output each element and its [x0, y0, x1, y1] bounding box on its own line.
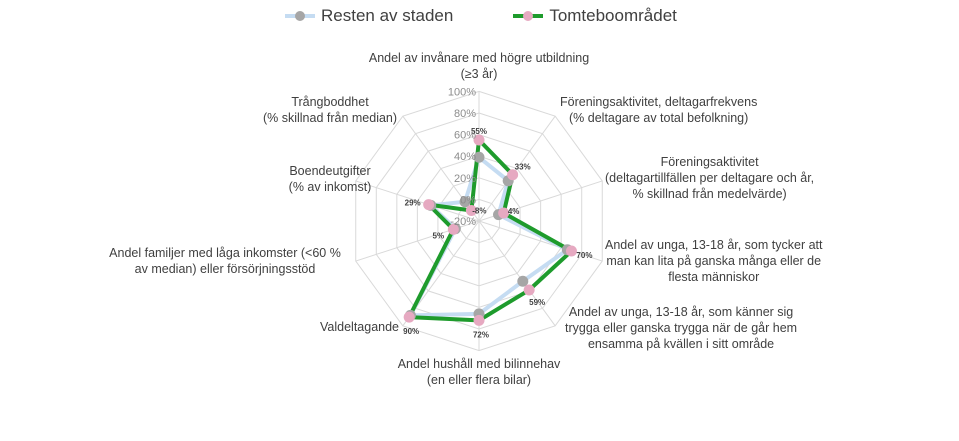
category-label-line: Föreningsaktivitet, deltagarfrekvens [560, 95, 758, 109]
data-point [498, 207, 510, 219]
data-point [465, 205, 477, 217]
data-point [565, 245, 577, 257]
data-label: -8% [472, 207, 486, 216]
data-point [447, 223, 459, 235]
category-label: Andel hushåll med bilinnehav (en eller fl… [398, 356, 561, 388]
category-label-line: Andel av unga, 13-18 år, som tycker att [605, 238, 823, 252]
data-label: 55% [471, 127, 487, 136]
data-point [517, 275, 529, 287]
category-label-line: % skillnad från medelvärde) [632, 187, 787, 201]
category-label: Andel av invånare med högre utbildning (≥… [369, 50, 589, 82]
category-label: Föreningsaktivitet (deltagartillfällen pe… [605, 154, 814, 202]
category-label-line: (% deltagare av total befolkning) [569, 111, 749, 125]
category-label: Andel av unga, 13-18 år, som tycker att m… [605, 237, 822, 285]
category-label-line: Valdeltagande [320, 320, 400, 334]
data-label: 29% [405, 199, 421, 208]
data-label: 70% [576, 251, 592, 260]
axis-spoke [478, 220, 556, 327]
data-point [423, 199, 435, 211]
axis-spoke [355, 180, 480, 222]
axis-tick-label: 20% [454, 173, 476, 185]
legend: Resten av staden Tomteboområdet [283, 6, 677, 26]
legend-swatch-tomtebo [513, 11, 544, 21]
data-label: 90% [403, 327, 419, 336]
axis-tick-label: 40% [454, 151, 476, 163]
data-point [459, 196, 471, 208]
legend-label: Resten av staden [321, 6, 454, 25]
category-label-line: Andel hushåll med bilinnehav [397, 357, 561, 371]
axis-spoke [478, 220, 603, 262]
data-label: 4% [508, 207, 520, 216]
category-label-line: Andel av invånare med högre utbildning [368, 51, 590, 65]
category-label-line: (≥3 år) [460, 67, 498, 81]
axis-tick-label: 0% [460, 194, 476, 206]
category-label: Andel familjer med låga inkomster (<60 %… [109, 245, 341, 277]
category-label-line: (% av inkomst) [288, 180, 372, 194]
category-label-line: Boendeutgifter [289, 164, 371, 178]
category-label-line: (en eller flera bilar) [426, 373, 532, 387]
category-label: Trångboddhet (% skillnad från median) [263, 94, 397, 126]
category-label: Andel av unga, 13-18 år, som känner sig t… [565, 304, 797, 352]
data-point [473, 134, 485, 146]
axis-spoke [478, 115, 556, 222]
category-label-line: Andel av unga, 13-18 år, som känner sig [568, 305, 794, 319]
category-label-line: Trångboddhet [291, 95, 369, 109]
data-label: 59% [529, 298, 545, 307]
category-label-line: (% skillnad från median) [262, 111, 398, 125]
legend-item-resten: Resten av staden [283, 6, 453, 26]
axis-tick-label: 80% [454, 108, 476, 120]
category-label-line: trygga eller ganska trygga när de går he… [565, 321, 798, 335]
axis-tick-label: -20% [450, 216, 476, 228]
category-label-line: man kan lita på ganska många eller de [606, 254, 822, 268]
category-label: Boendeutgifter (% av inkomst) [289, 163, 372, 195]
category-label: Föreningsaktivitet, deltagarfrekvens (% d… [560, 94, 757, 126]
category-label-line: (deltagartillfällen per deltagare och år… [605, 171, 815, 185]
data-point [403, 311, 415, 323]
data-point [473, 314, 485, 326]
legend-item-tomtebo: Tomteboområdet [511, 6, 677, 26]
category-label-line: av median) eller försörjningsstöd [134, 262, 316, 276]
legend-swatch-resten [285, 11, 315, 21]
data-point [507, 169, 519, 181]
category-label: Valdeltagande [320, 319, 399, 335]
axis-tick-label: 60% [454, 130, 476, 142]
data-label: 72% [473, 330, 489, 339]
data-point [473, 151, 485, 163]
data-label: 5% [433, 231, 445, 240]
category-label-line: Föreningsaktivitet [660, 155, 759, 169]
category-label-line: flesta människor [668, 270, 760, 284]
axis-tick-label: 100% [448, 86, 476, 98]
legend-label: Tomteboområdet [549, 6, 677, 25]
category-label-line: Andel familjer med låga inkomster (<60 % [109, 246, 341, 260]
data-label: 33% [515, 163, 531, 172]
data-point [523, 284, 535, 296]
category-label-line: ensamma på kvällen i sitt område [587, 337, 775, 351]
